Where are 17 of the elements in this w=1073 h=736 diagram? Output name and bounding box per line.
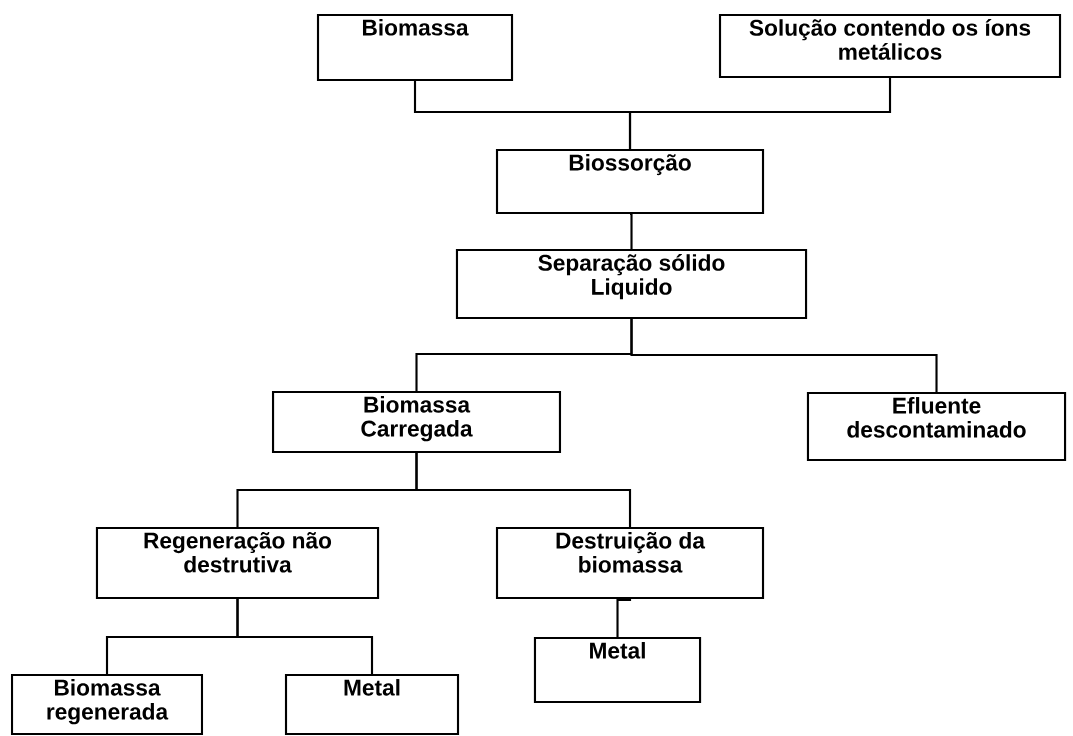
process-box: Solução contendo os íons metálicos xyxy=(718,13,1062,79)
connector-line xyxy=(616,598,632,637)
process-box: Destruição da biomassa xyxy=(495,526,765,600)
connector-line xyxy=(415,453,632,527)
process-box: Metal xyxy=(284,673,460,736)
process-box: Efluente descontaminado xyxy=(806,391,1067,462)
process-box: Separação sólido Liquido xyxy=(455,248,808,320)
connector-line xyxy=(629,212,633,249)
connector-line xyxy=(628,78,892,149)
connector-line xyxy=(236,599,374,674)
process-box: Biomassa xyxy=(316,13,514,82)
process-box: Biomassa Carregada xyxy=(271,390,562,454)
process-box: Biomassa regenerada xyxy=(10,673,204,736)
connector-line xyxy=(630,319,938,392)
process-box: Regeneração não destrutiva xyxy=(95,526,380,600)
process-box: Metal xyxy=(533,636,702,704)
process-box: Biossorção xyxy=(495,148,765,215)
